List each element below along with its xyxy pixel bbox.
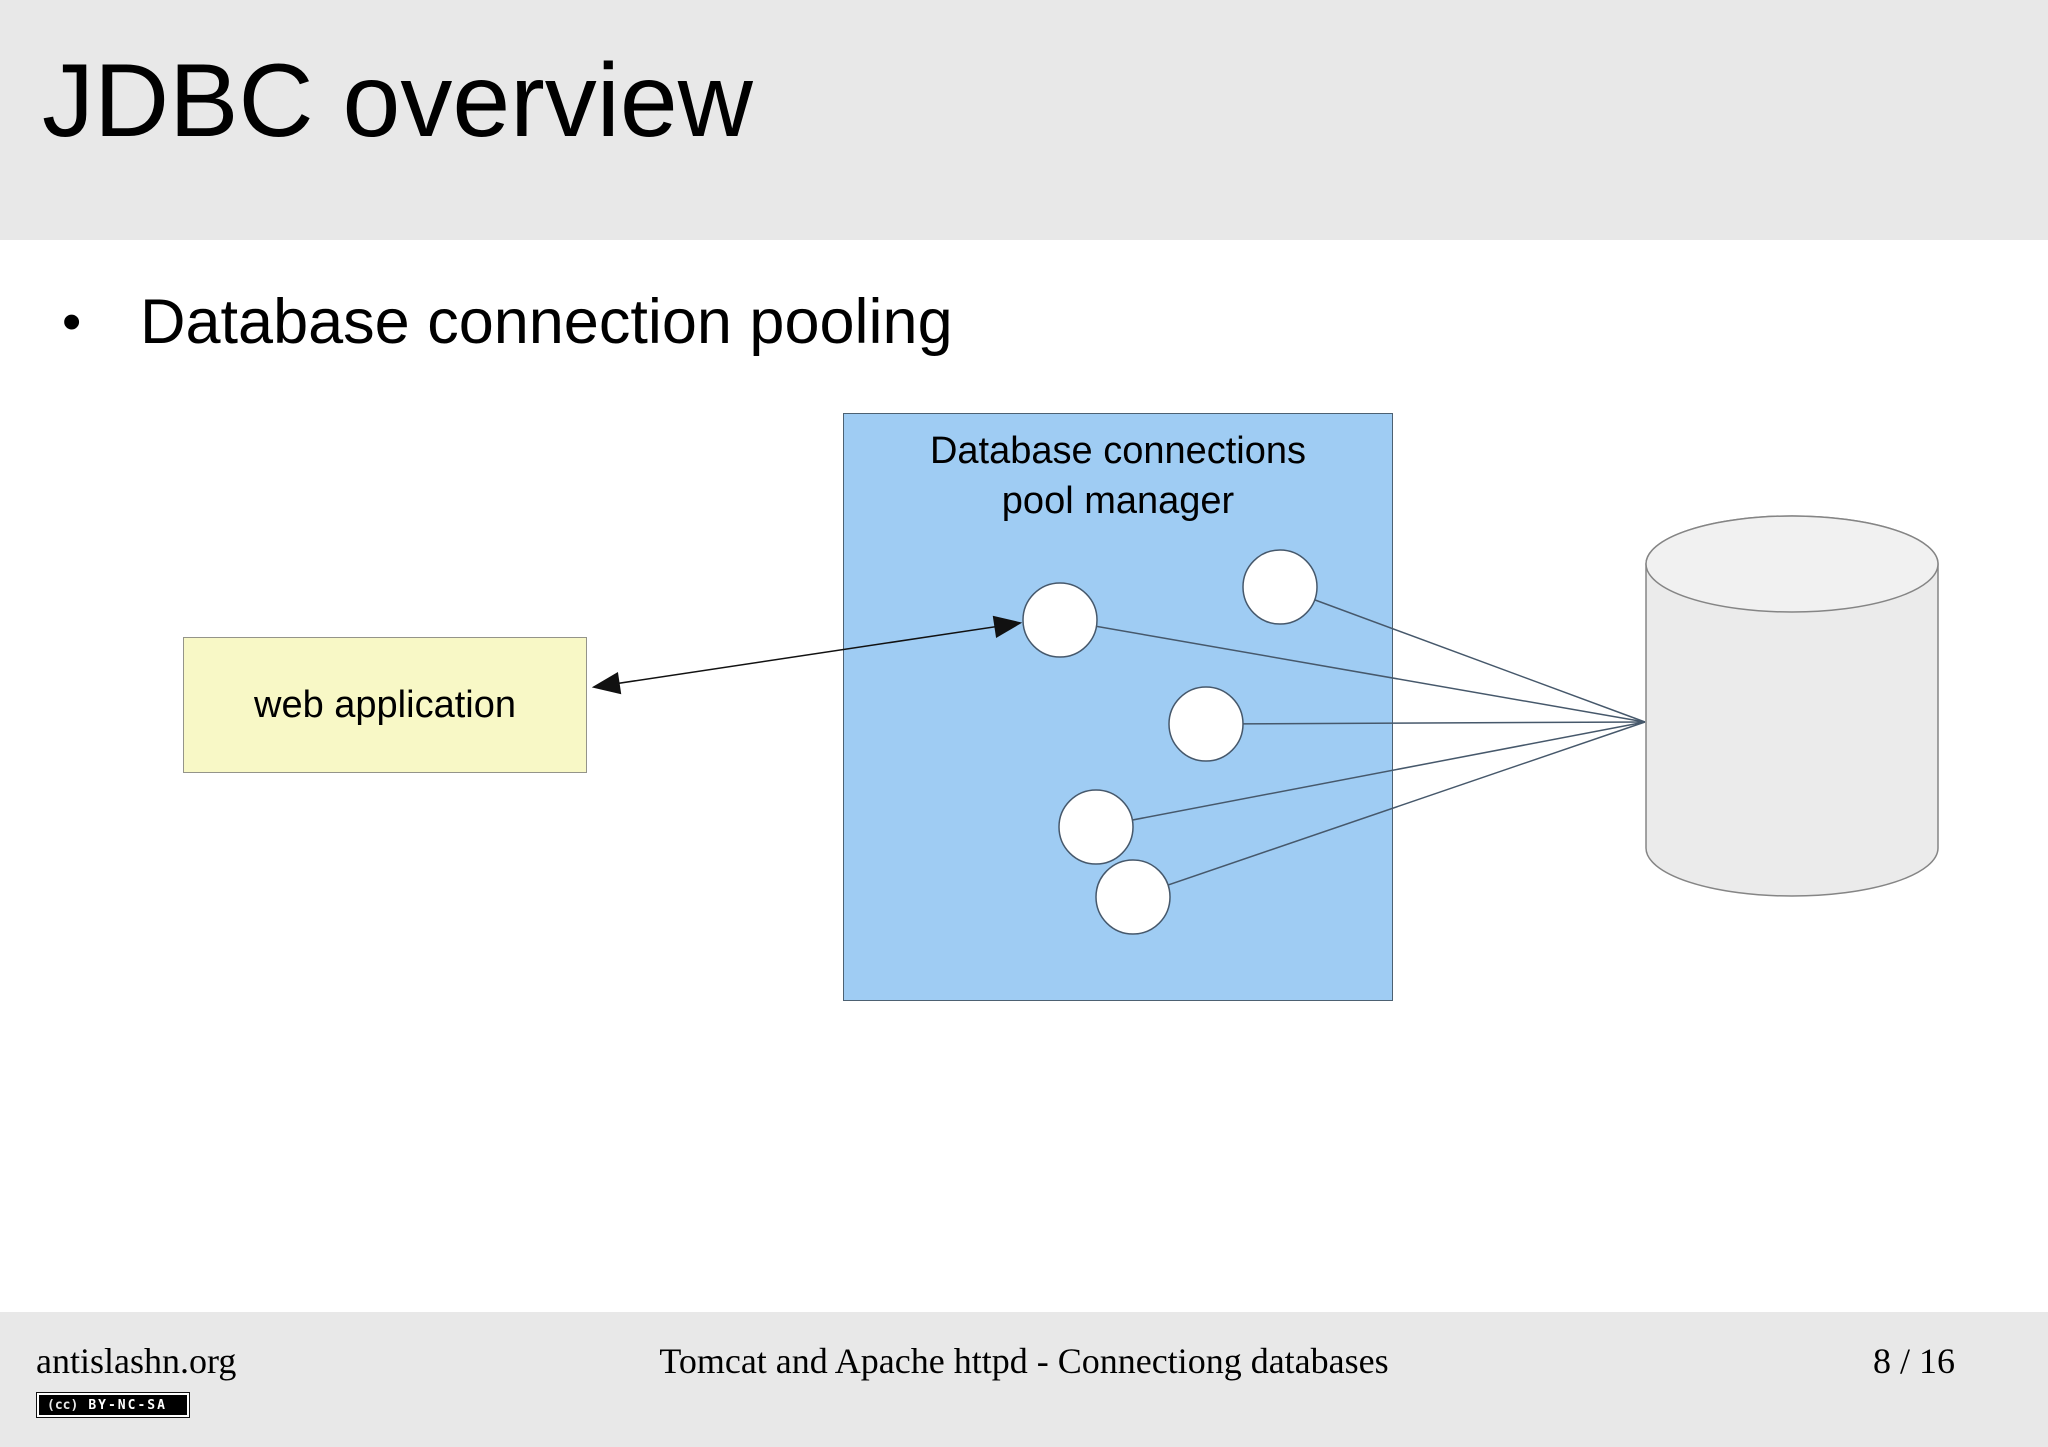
footer: antislashn.org Tomcat and Apache httpd -… [0,1312,2048,1447]
cc-license-label: BY-NC-SA [88,1397,167,1413]
cc-license-badge: (cc) BY-NC-SA [36,1392,190,1418]
webapp-label: web application [254,683,516,726]
pool-manager-label: Database connections pool manager [844,426,1392,526]
pool-manager-label-line2: pool manager [1001,480,1235,523]
webapp-box: web application [183,637,587,773]
footer-page-indicator: 8 / 16 [1872,1341,1955,1381]
bullet-item: • Database connection pooling [62,287,953,357]
pool-manager-label-line1: Database connections [929,430,1307,472]
cc-logo-icon: (cc) [47,1397,79,1413]
footer-site: antislashn.org [36,1341,237,1381]
title-band: JDBC overview [0,0,2048,240]
cc-license-badge-inner: (cc) BY-NC-SA [39,1395,187,1415]
bullet-marker: • [62,290,82,352]
pool-manager-box: Database connections pool manager [843,413,1393,1001]
footer-doc-title: Tomcat and Apache httpd - Connectiong da… [659,1341,1389,1381]
page-title: JDBC overview [42,43,753,159]
bullet-text: Database connection pooling [140,287,953,357]
database-cylinder-icon [1645,515,1939,897]
